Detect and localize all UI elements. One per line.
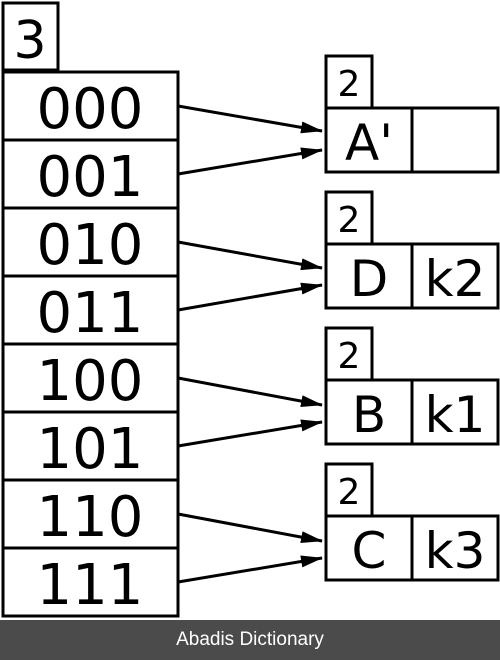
pointer-arrow-010 bbox=[177, 240, 323, 271]
local-depth-value: 2 bbox=[338, 64, 361, 105]
directory-entry-label: 011 bbox=[37, 281, 144, 346]
directory-entry-111: 111 bbox=[1, 546, 180, 618]
global-depth: 3 bbox=[1, 1, 60, 72]
extendible-hashing-diagram: 3 000 001 010 011 100 101 110 bbox=[1, 1, 500, 618]
pointer-arrow-100 bbox=[177, 376, 323, 408]
footer-banner: Abadis Dictionary bbox=[0, 620, 500, 660]
pointer-arrow-000 bbox=[177, 104, 323, 134]
directory-entry-label: 000 bbox=[37, 77, 144, 142]
bucket-key: C bbox=[352, 522, 387, 580]
bucket-slot bbox=[324, 514, 414, 582]
pointer-arrow-111 bbox=[177, 555, 323, 584]
bucket-c: 2 C k3 bbox=[324, 462, 500, 582]
pointer-arrow-011 bbox=[177, 282, 323, 312]
pointer-arrow-001 bbox=[177, 147, 323, 176]
bucket-key: k1 bbox=[425, 386, 486, 444]
local-depth-value: 2 bbox=[338, 336, 361, 377]
local-depth-value: 2 bbox=[338, 472, 361, 513]
pointer-arrow-101 bbox=[177, 419, 323, 448]
directory-entry-100: 100 bbox=[1, 342, 180, 414]
directory-entry-001: 001 bbox=[1, 138, 180, 210]
bucket-d: 2 D k2 bbox=[324, 190, 500, 310]
global-depth-value: 3 bbox=[13, 11, 46, 71]
bucket-slot bbox=[410, 242, 500, 310]
directory-entry-110: 110 bbox=[1, 478, 180, 550]
footer-text: Abadis Dictionary bbox=[176, 629, 324, 650]
directory-entry-label: 001 bbox=[37, 145, 144, 210]
bucket-slot bbox=[410, 514, 500, 582]
bucket-a: 2 A' bbox=[324, 54, 500, 174]
bucket-key: D bbox=[350, 250, 389, 308]
directory-entry-101: 101 bbox=[1, 410, 180, 482]
bucket-slot bbox=[324, 378, 414, 446]
directory-entry-label: 111 bbox=[37, 553, 144, 618]
local-depth-value: 2 bbox=[338, 200, 361, 241]
bucket-key: A' bbox=[345, 114, 393, 172]
directory-entry-label: 010 bbox=[37, 213, 144, 278]
pointer-arrow-110 bbox=[177, 512, 323, 544]
directory-entry-label: 100 bbox=[37, 349, 144, 414]
bucket-key: B bbox=[352, 386, 386, 444]
bucket-slot bbox=[410, 106, 500, 174]
bucket-b: 2 B k1 bbox=[324, 326, 500, 446]
local-depth-box bbox=[324, 54, 374, 110]
directory-entry-000: 000 bbox=[1, 70, 180, 142]
bucket-key: k3 bbox=[425, 522, 486, 580]
bucket-slot bbox=[324, 242, 414, 310]
directory-entry-label: 101 bbox=[37, 417, 144, 482]
directory-table: 000 001 010 011 100 101 110 111 bbox=[1, 70, 180, 618]
directory-entry-label: 110 bbox=[37, 485, 144, 550]
bucket-key: k2 bbox=[425, 250, 486, 308]
directory-entry-010: 010 bbox=[1, 206, 180, 278]
bucket-slot bbox=[410, 378, 500, 446]
pointer-arrows bbox=[177, 104, 323, 584]
directory-entry-011: 011 bbox=[1, 274, 180, 346]
